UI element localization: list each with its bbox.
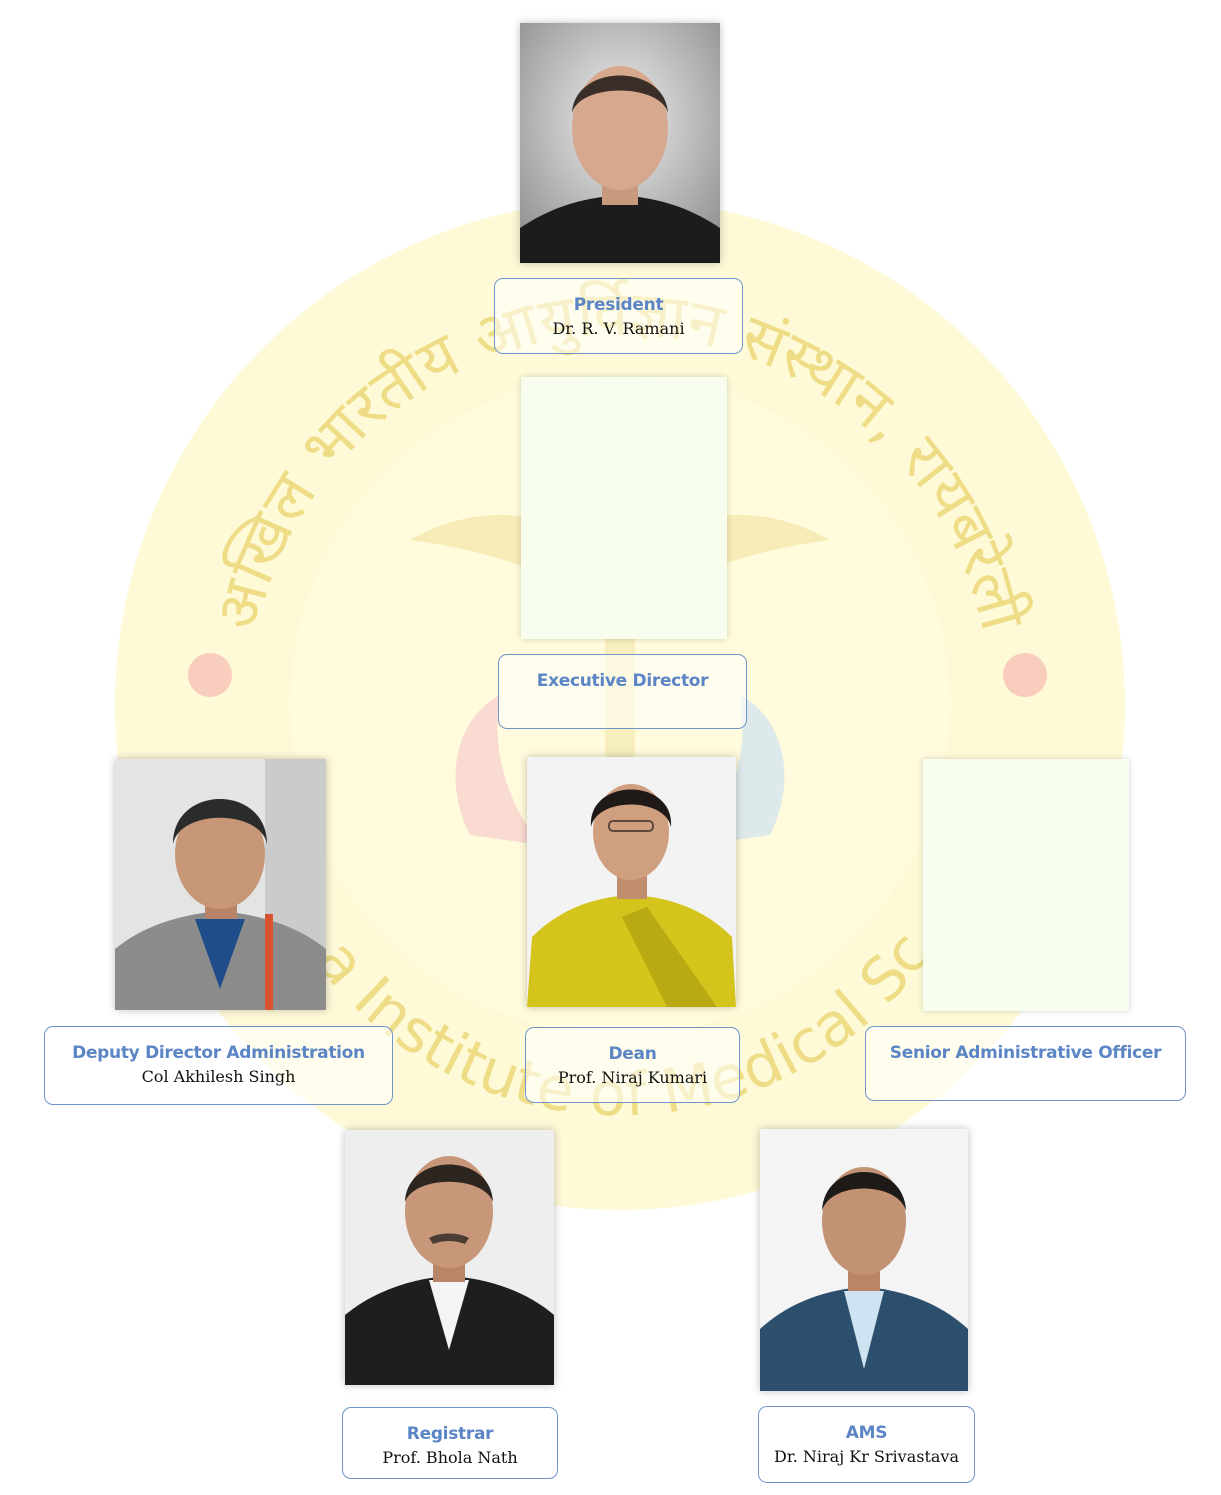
deputy-director-name: Col Akhilesh Singh: [141, 1067, 296, 1086]
ams-name: Dr. Niraj Kr Srivastava: [774, 1447, 959, 1466]
senior-administrative-officer-card[interactable]: Senior Administrative Officer: [865, 1026, 1186, 1101]
executive-director-card[interactable]: Executive Director: [498, 654, 747, 729]
emblem-dot-left: [188, 653, 232, 697]
president-photo: [520, 23, 720, 263]
president-card[interactable]: President Dr. R. V. Ramani: [494, 278, 743, 354]
deputy-director-role-label: Deputy Director Administration: [72, 1043, 365, 1063]
registrar-name: Prof. Bhola Nath: [382, 1448, 518, 1467]
executive-director-photo-placeholder: [521, 377, 727, 639]
president-name: Dr. R. V. Ramani: [552, 319, 685, 338]
ams-role-label: AMS: [845, 1423, 888, 1443]
registrar-photo: [345, 1130, 554, 1385]
registrar-card[interactable]: Registrar Prof. Bhola Nath: [342, 1407, 558, 1479]
dean-role-label: Dean: [608, 1044, 657, 1064]
ams-photo: [760, 1129, 968, 1391]
dean-name: Prof. Niraj Kumari: [557, 1068, 708, 1087]
dean-photo: [527, 757, 736, 1007]
executive-director-role-label: Executive Director: [536, 671, 709, 691]
president-role-label: President: [573, 295, 664, 315]
ams-card[interactable]: AMS Dr. Niraj Kr Srivastava: [758, 1406, 975, 1483]
senior-administrative-officer-photo-placeholder: [923, 759, 1129, 1011]
dean-card[interactable]: Dean Prof. Niraj Kumari: [525, 1027, 740, 1103]
emblem-dot-right: [1003, 653, 1047, 697]
registrar-role-label: Registrar: [406, 1424, 494, 1444]
deputy-director-card[interactable]: Deputy Director Administration Col Akhil…: [44, 1026, 393, 1105]
deputy-director-photo: [115, 759, 326, 1010]
senior-administrative-officer-role-label: Senior Administrative Officer: [889, 1043, 1162, 1063]
